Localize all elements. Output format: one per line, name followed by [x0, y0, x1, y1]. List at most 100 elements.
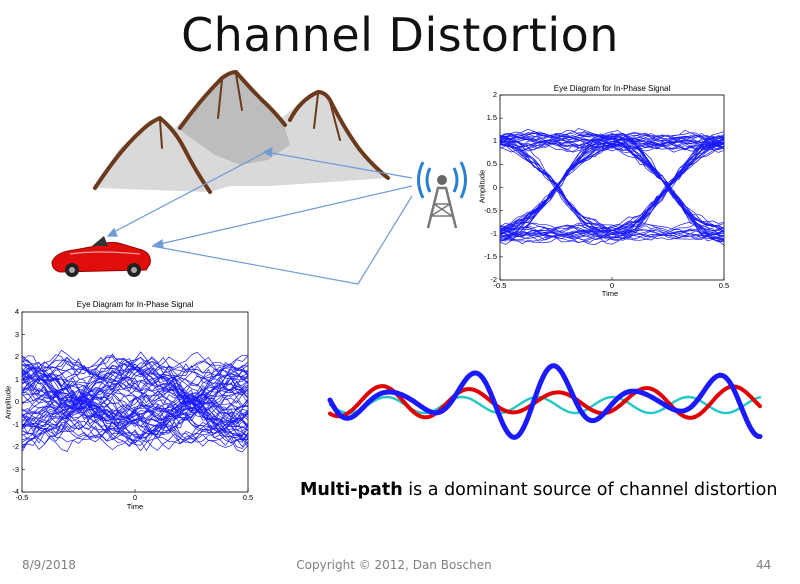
eye-trace [500, 138, 724, 150]
eye-trace [500, 140, 724, 234]
eye-trace [22, 380, 248, 429]
eye-diagram-top-right [499, 94, 725, 281]
eye-trace [22, 355, 248, 452]
eye-trace [22, 364, 248, 428]
eye-trace [22, 421, 248, 445]
footer-date: 8/9/2018 [22, 558, 76, 572]
eye-trace [500, 142, 724, 233]
y-tick-label: -2 [12, 442, 19, 451]
y-tick-label: -4 [12, 487, 19, 496]
eye-trace [500, 145, 724, 233]
eye-trace [22, 375, 248, 432]
slide-caption: Multi-path is a dominant source of chann… [300, 480, 780, 500]
eye-trace [500, 134, 724, 145]
ray-segment [109, 151, 267, 235]
eye-diagram-bottom-left [21, 311, 249, 493]
eye-trace [500, 140, 724, 235]
mountains-illustration [93, 69, 390, 194]
y-tick-label: 1.5 [486, 113, 497, 123]
y-tick-label: 1 [492, 136, 497, 146]
slide-title: Channel Distortion [181, 8, 619, 62]
eye-trace [500, 143, 724, 233]
eye-trace [22, 377, 248, 432]
x-axis-label-bottom: Time [126, 502, 144, 511]
eye-trace [500, 133, 724, 241]
y-tick-label: -1.5 [484, 251, 497, 261]
ray-arrowhead [106, 227, 118, 237]
eye-trace [500, 135, 724, 146]
eye-trace [500, 230, 724, 241]
ray-segment [357, 195, 413, 285]
eye-trace [22, 367, 248, 439]
eye-trace [22, 388, 248, 425]
eye-trace [500, 140, 724, 152]
eye-trace [22, 374, 248, 420]
waveform-line [327, 363, 763, 440]
eye-trace [500, 130, 724, 142]
y-tick-label: 2 [492, 90, 497, 99]
ray-arrowhead [262, 146, 273, 157]
eye-trace [22, 371, 248, 445]
y-tick-label: -1 [490, 228, 497, 238]
eye-trace [500, 133, 724, 245]
eye-trace [22, 371, 248, 434]
chart-title-bottom: Eye Diagram for In-Phase Signal [76, 300, 194, 309]
caption-bold: Multi-path [300, 480, 403, 500]
eye-trace [22, 381, 248, 412]
multipath-waveform-illustration [327, 363, 763, 440]
footer-copyright: Copyright © 2012, Dan Boschen [296, 558, 492, 572]
multipath-rays [106, 146, 413, 285]
eye-trace [22, 365, 248, 435]
y-tick-label: -0.5 [484, 205, 497, 215]
ray-segment [265, 151, 413, 179]
waveform-line [328, 384, 762, 420]
eye-trace [22, 388, 248, 421]
eye-trace [22, 367, 248, 391]
plot-frame [499, 94, 725, 281]
footer-page-number: 44 [756, 558, 772, 572]
eye-trace [500, 131, 724, 143]
eye-trace [22, 425, 248, 450]
eye-trace [22, 366, 248, 394]
y-tick-label: -1 [12, 419, 19, 429]
eye-trace [500, 135, 724, 243]
ray-segment [151, 245, 359, 285]
car-illustration [51, 236, 151, 277]
y-tick-label: 0.5 [486, 159, 497, 169]
ray-segment [159, 185, 413, 245]
eye-trace [22, 398, 248, 422]
eye-trace [22, 360, 248, 445]
x-tick-label: -0.5 [493, 281, 507, 290]
eye-trace [22, 388, 248, 420]
y-tick-label: 0 [14, 397, 19, 406]
eye-trace [500, 229, 724, 239]
eye-trace [22, 354, 248, 379]
eye-trace [500, 227, 724, 238]
eye-trace [22, 368, 248, 448]
eye-trace [22, 380, 248, 416]
eye-trace [500, 143, 724, 153]
chart-title-top: Eye Diagram for In-Phase Signal [553, 84, 671, 93]
waveform-line [328, 395, 762, 415]
eye-trace [22, 351, 248, 453]
eye-trace [22, 369, 248, 424]
y-tick-label: 1 [14, 374, 19, 384]
eye-trace [22, 369, 248, 450]
x-tick-label: -0.5 [15, 493, 29, 502]
eye-trace [22, 355, 248, 448]
x-tick-label: 0 [132, 493, 138, 502]
eye-trace [22, 362, 248, 450]
y-tick-label: 0 [492, 182, 497, 192]
y-tick-label: -3 [12, 464, 19, 474]
eye-trace [500, 228, 724, 238]
x-tick-label: 0 [609, 281, 615, 290]
y-tick-label: 2 [14, 352, 19, 361]
eye-trace [500, 129, 724, 241]
x-axis-label-top: Time [601, 289, 619, 297]
caption-rest: is a dominant source of channel distorti… [402, 480, 778, 500]
tower-icon [417, 161, 467, 229]
eye-trace [500, 134, 724, 143]
y-tick-label: 3 [14, 329, 19, 339]
ray-arrowhead [152, 238, 164, 249]
